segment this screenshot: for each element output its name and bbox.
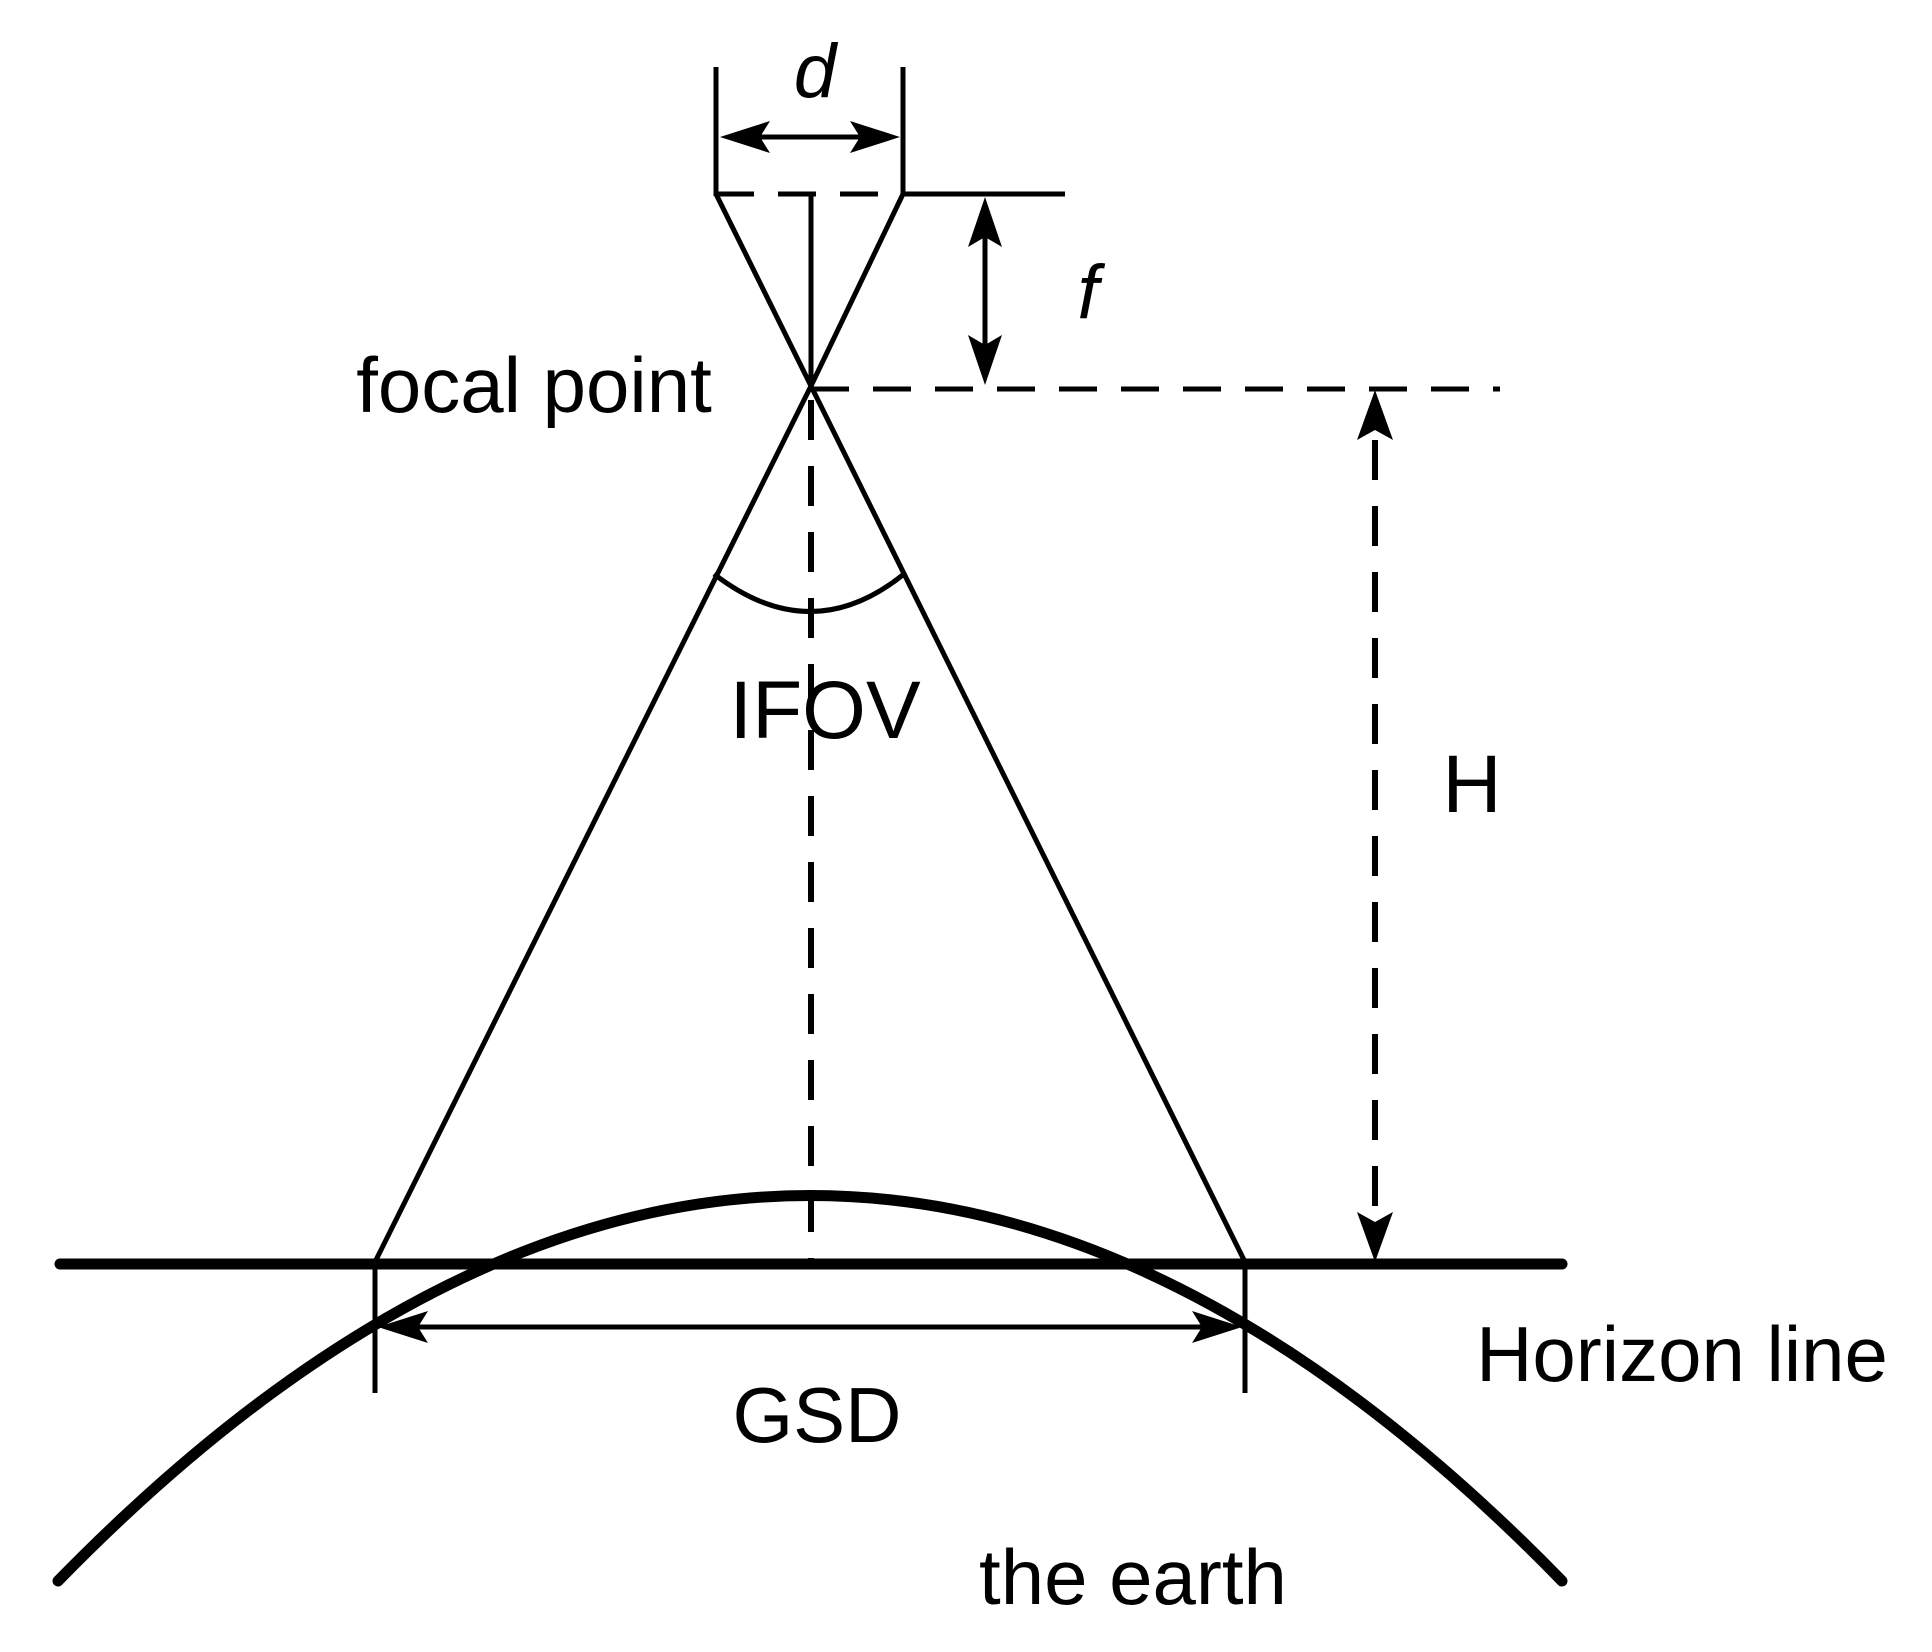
h-label: H — [1442, 739, 1501, 830]
d-label: d — [794, 29, 839, 114]
focal-point-label: focal point — [356, 341, 712, 429]
the-earth-label: the earth — [979, 1533, 1287, 1621]
d-arrow-left — [720, 121, 770, 153]
f-label: f — [1077, 250, 1105, 335]
earth-curve — [52, 1190, 1568, 1587]
lower-ray-right — [808, 384, 1248, 1264]
ifov-label: IFOV — [729, 665, 921, 756]
lower-ray-left — [372, 384, 814, 1264]
horizon-line-label: Horizon line — [1476, 1310, 1888, 1398]
gsd-arrow-right — [1192, 1311, 1242, 1343]
upper-ray-left — [713, 192, 814, 388]
upper-ray-right — [808, 192, 906, 388]
f-arrow-bottom — [968, 335, 1002, 385]
h-arrow-top — [1357, 390, 1393, 440]
f-arrow-top — [968, 197, 1002, 247]
gsd-label: GSD — [732, 1371, 901, 1459]
h-arrow-bottom — [1357, 1212, 1393, 1262]
d-arrow-right — [850, 121, 900, 153]
gsd-arrow-left — [378, 1311, 428, 1343]
